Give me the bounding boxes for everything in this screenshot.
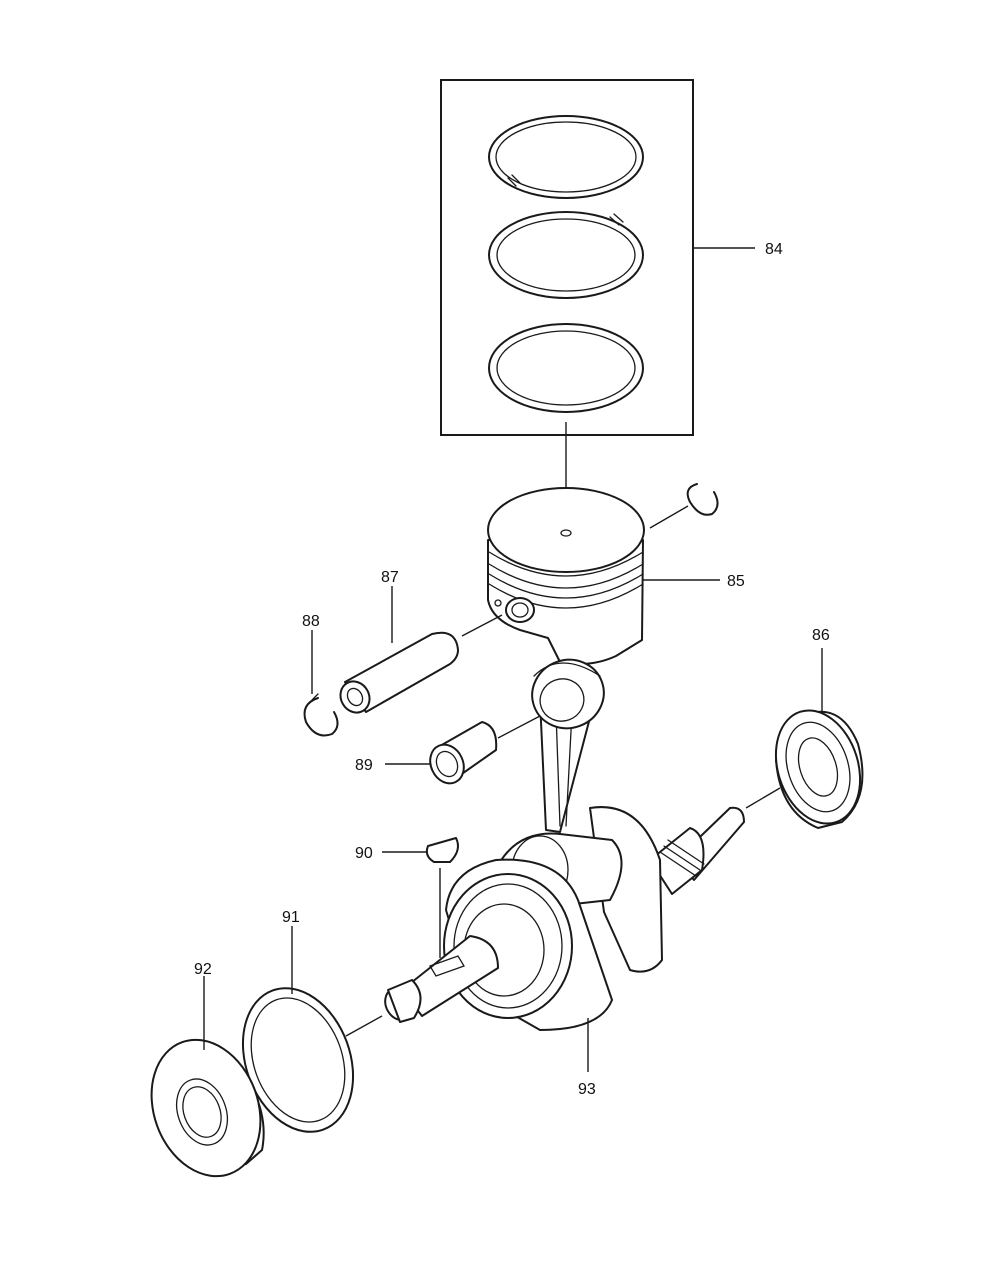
needle-bearing[interactable] [424, 721, 498, 789]
piston-ring-middle [488, 211, 644, 299]
callout-84: 84 [765, 241, 783, 258]
leader-bearing-to-rod [497, 715, 541, 739]
piston-ring-set[interactable] [440, 79, 694, 436]
woodruff-key[interactable] [425, 837, 459, 958]
piston-ring-bottom [488, 323, 644, 413]
piston-pin[interactable] [335, 631, 459, 718]
connecting-rod[interactable] [523, 650, 614, 833]
piston-ring-top [488, 115, 644, 199]
callout-93: 93 [578, 1081, 596, 1098]
ball-bearing-left[interactable] [133, 1024, 279, 1191]
o-ring[interactable] [224, 973, 372, 1148]
callout-92: 92 [194, 961, 212, 978]
leader-shaft-to-bearing [745, 787, 781, 809]
callout-89: 89 [355, 757, 373, 774]
piston[interactable] [487, 487, 645, 665]
ball-bearing-right[interactable] [762, 699, 874, 834]
callout-91: 91 [282, 909, 300, 926]
callout-88: 88 [302, 613, 320, 630]
callout-87: 87 [381, 569, 399, 586]
leader-pin-to-piston [461, 614, 503, 637]
callout-90: 90 [355, 845, 373, 862]
leader-oring-to-shaft [345, 1015, 383, 1037]
callout-85: 85 [727, 573, 745, 590]
retaining-ring[interactable] [303, 693, 339, 737]
callout-86: 86 [812, 627, 830, 644]
crankshaft[interactable] [379, 806, 745, 1031]
circlip-upper[interactable] [649, 483, 719, 529]
